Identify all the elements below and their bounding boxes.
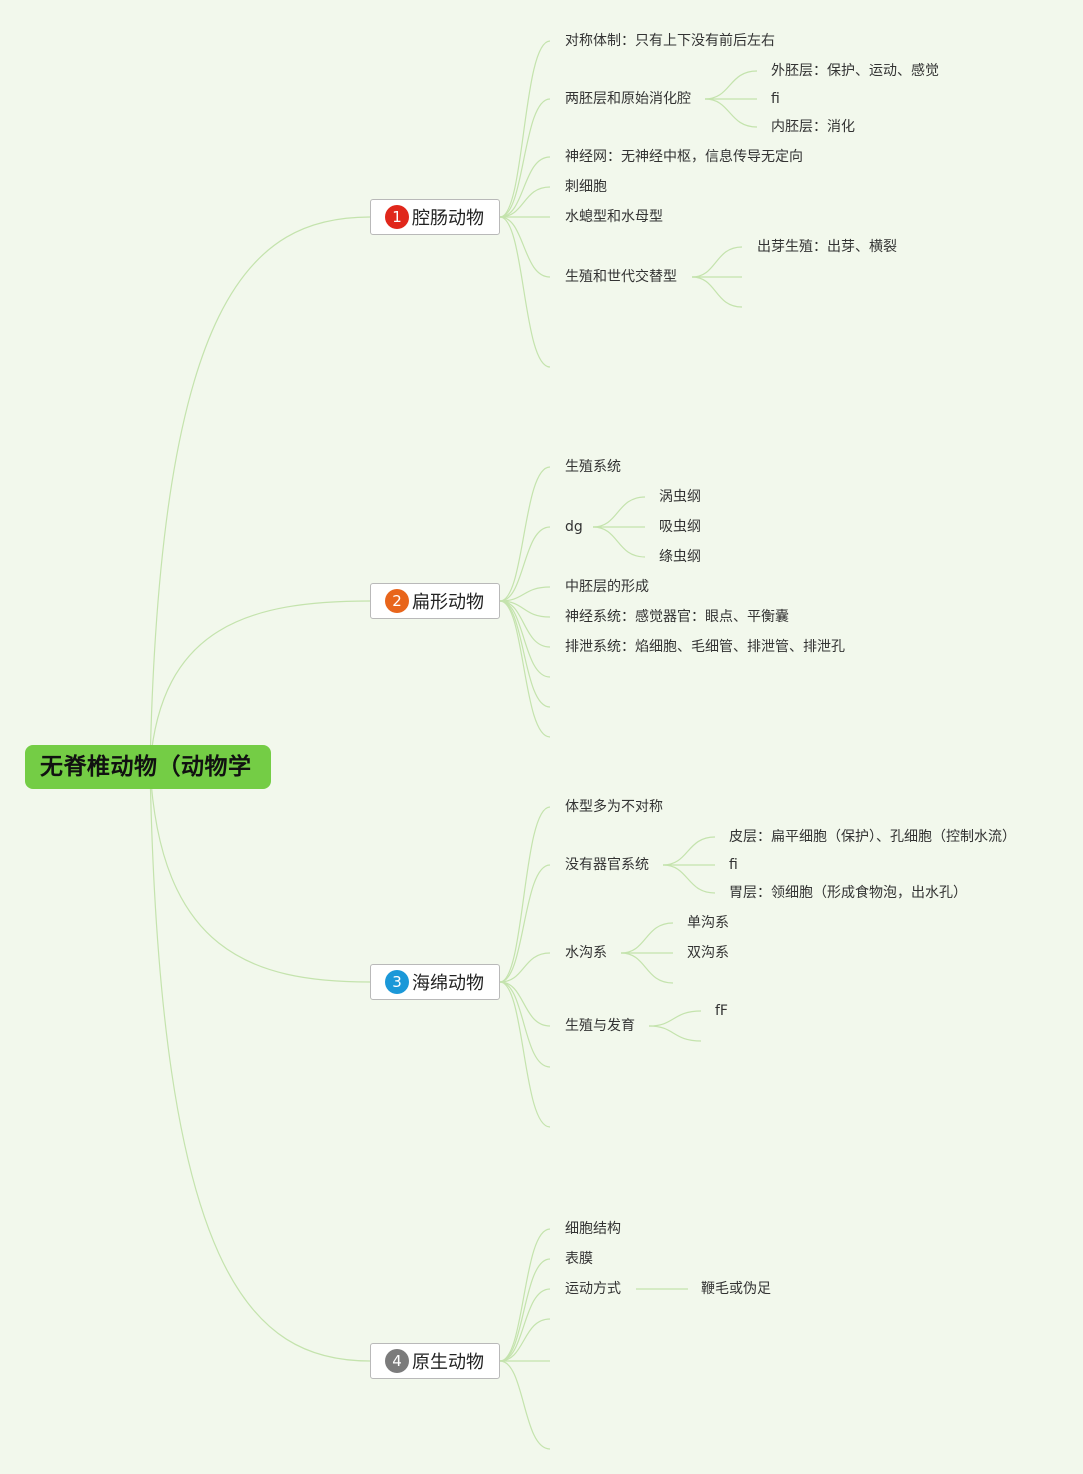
topic-reproduction-development[interactable]: 生殖与发育 xyxy=(565,1018,635,1034)
topic-mesoderm[interactable]: 中胚层的形成 xyxy=(565,579,649,595)
topic-excretory-system[interactable]: 排泄系统：焰细胞、毛细管、排泄管、排泄孔 xyxy=(565,639,845,655)
connector-line-5 xyxy=(499,98,551,218)
connector-line-39 xyxy=(592,526,646,558)
connector-line-24 xyxy=(499,981,551,1128)
connector-line-25 xyxy=(499,1228,551,1362)
connector-line-13 xyxy=(499,586,551,602)
connector-line-47 xyxy=(648,1025,702,1042)
subtopic-gastral-layer[interactable]: 胃层：领细胞（形成食物泡，出水孔） xyxy=(729,885,967,901)
subtopic-fi-2[interactable]: fi xyxy=(729,857,738,873)
connector-line-42 xyxy=(662,864,716,894)
subtopic-sycon[interactable]: 双沟系 xyxy=(687,945,729,961)
subtopic-fi[interactable]: fi xyxy=(771,91,780,107)
root-topic[interactable]: 无脊椎动物（动物学 xyxy=(25,745,271,789)
topic-two-germ-layers[interactable]: 两胚层和原始消化腔 xyxy=(565,91,691,107)
topic-locomotion[interactable]: 运动方式 xyxy=(565,1281,621,1297)
connector-line-34 xyxy=(691,246,743,278)
branch-2-label: 扁形动物 xyxy=(412,592,484,613)
topic-canal-system[interactable]: 水沟系 xyxy=(565,945,607,961)
connector-line-16 xyxy=(499,600,551,678)
subtopic-ascon[interactable]: 单沟系 xyxy=(687,915,729,931)
connector-line-27 xyxy=(499,1288,551,1362)
connector-line-46 xyxy=(648,1010,702,1027)
connector-line-36 xyxy=(691,276,743,308)
subtopic-cestoda[interactable]: 绦虫纲 xyxy=(659,549,701,565)
number-badge-3-icon: 3 xyxy=(385,970,409,994)
connector-line-28 xyxy=(499,1318,551,1362)
branch-4-node[interactable]: 4 原生动物 xyxy=(370,1343,500,1379)
connector-line-18 xyxy=(499,600,551,738)
connector-line-0 xyxy=(149,216,371,768)
subtopic-trematoda[interactable]: 吸虫纲 xyxy=(659,519,701,535)
connector-line-12 xyxy=(499,526,551,602)
connector-line-31 xyxy=(704,70,758,100)
connector-line-2 xyxy=(149,766,371,983)
connector-line-22 xyxy=(499,981,551,1027)
subtopic-turbellaria[interactable]: 涡虫纲 xyxy=(659,489,701,505)
branch-1-label: 腔肠动物 xyxy=(412,208,484,229)
number-badge-4-icon: 4 xyxy=(385,1349,409,1373)
connector-line-33 xyxy=(704,98,758,128)
branch-1-node[interactable]: 1 腔肠动物 xyxy=(370,199,500,235)
topic-no-organ-system[interactable]: 没有器官系统 xyxy=(565,857,649,873)
connector-line-20 xyxy=(499,864,551,983)
topic-symmetry[interactable]: 对称体制：只有上下没有前后左右 xyxy=(565,33,775,49)
connector-line-7 xyxy=(499,186,551,218)
topic-cnidocyte[interactable]: 刺细胞 xyxy=(565,179,607,195)
branch-3-node[interactable]: 3 海绵动物 xyxy=(370,964,500,1000)
topic-polyp-medusa[interactable]: 水螅型和水母型 xyxy=(565,209,663,225)
topic-asymmetry[interactable]: 体型多为不对称 xyxy=(565,799,663,815)
topic-nerve-net[interactable]: 神经网：无神经中枢，信息传导无定向 xyxy=(565,149,803,165)
topic-reproductive-system[interactable]: 生殖系统 xyxy=(565,459,621,475)
connector-line-15 xyxy=(499,600,551,648)
connector-line-9 xyxy=(499,216,551,278)
connector-line-43 xyxy=(620,922,674,954)
connector-line-6 xyxy=(499,156,551,218)
subtopic-ectoderm[interactable]: 外胚层：保护、运动、感觉 xyxy=(771,63,939,79)
subtopic-budding[interactable]: 出芽生殖：出芽、横裂 xyxy=(757,239,897,255)
connector-line-37 xyxy=(592,496,646,528)
topic-dg[interactable]: dg xyxy=(565,519,583,535)
subtopic-endoderm[interactable]: 内胚层：消化 xyxy=(771,119,855,135)
topic-pellicle[interactable]: 表膜 xyxy=(565,1251,593,1267)
topic-nervous-system[interactable]: 神经系统：感觉器官：眼点、平衡囊 xyxy=(565,609,789,625)
branch-4-label: 原生动物 xyxy=(412,1352,484,1373)
connector-line-3 xyxy=(149,766,371,1362)
connector-line-21 xyxy=(499,952,551,983)
subtopic-dermal-layer[interactable]: 皮层：扁平细胞（保护）、孔细胞（控制水流） xyxy=(729,829,1016,845)
connector-line-4 xyxy=(499,40,551,218)
number-badge-1-icon: 1 xyxy=(385,205,409,229)
subtopic-ff[interactable]: fF xyxy=(715,1003,728,1019)
connector-line-45 xyxy=(620,952,674,984)
connector-line-11 xyxy=(499,466,551,602)
connector-line-23 xyxy=(499,981,551,1068)
connector-line-19 xyxy=(499,806,551,983)
connector-line-26 xyxy=(499,1258,551,1362)
topic-cell-structure[interactable]: 细胞结构 xyxy=(565,1221,621,1237)
number-badge-2-icon: 2 xyxy=(385,589,409,613)
branch-3-label: 海绵动物 xyxy=(412,973,484,994)
connector-line-10 xyxy=(499,216,551,368)
connector-line-30 xyxy=(499,1360,551,1450)
connector-line-40 xyxy=(662,836,716,866)
connector-line-1 xyxy=(149,600,371,768)
topic-reproduction-alternation[interactable]: 生殖和世代交替型 xyxy=(565,269,677,285)
subtopic-flagella-pseudopodia[interactable]: 鞭毛或伪足 xyxy=(701,1281,771,1297)
branch-2-node[interactable]: 2 扁形动物 xyxy=(370,583,500,619)
